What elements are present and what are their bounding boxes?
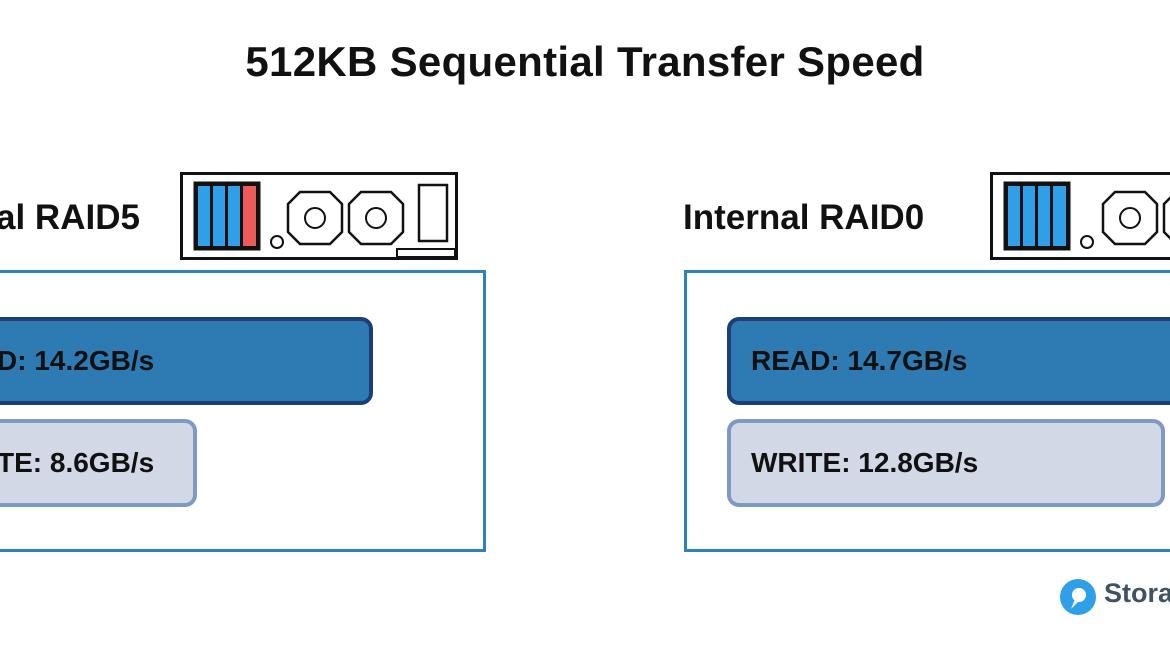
write-label-raid0: WRITE: 12.8GB/s [751, 447, 979, 478]
storage-review-logo-icon [1060, 579, 1096, 615]
write-bar-raid5: TE: 8.6GB/s [0, 419, 197, 507]
drive-bay-graphic [193, 181, 456, 258]
read-bar-raid5: D: 14.2GB/s [0, 317, 373, 405]
panel-raid5: D: 14.2GB/s TE: 8.6GB/s [0, 270, 486, 552]
read-label-raid5: D: 14.2GB/s [0, 345, 155, 376]
panel-title-raid0: Internal RAID0 [683, 198, 925, 237]
write-bar-raid0: WRITE: 12.8GB/s [727, 419, 1165, 507]
drive-bay-graphic [1003, 181, 1170, 251]
nas-device-icon-raid0 [990, 172, 1170, 260]
panel-title-raid5: al RAID5 [0, 198, 140, 237]
panel-raid0: READ: 14.7GB/s WRITE: 12.8GB/s [684, 270, 1170, 552]
nas-device-icon-raid5 [180, 172, 458, 260]
logo-text: Stora [1104, 578, 1170, 608]
chart-title: 512KB Sequential Transfer Speed [245, 38, 925, 85]
read-bar-raid0: READ: 14.7GB/s [727, 317, 1170, 405]
write-label-raid5: TE: 8.6GB/s [0, 447, 155, 478]
read-label-raid0: READ: 14.7GB/s [751, 345, 968, 376]
